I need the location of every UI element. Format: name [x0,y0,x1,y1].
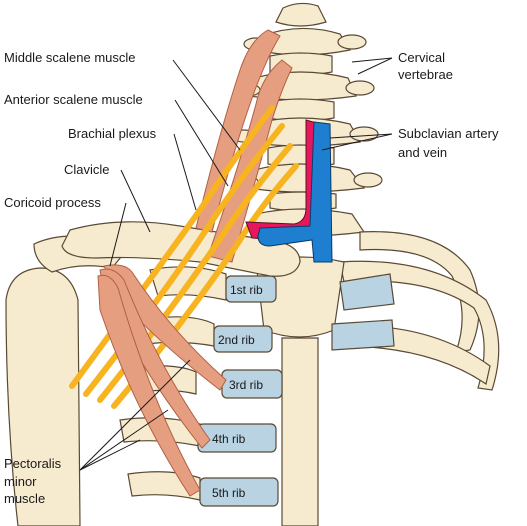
label-rib-2: 2nd rib [218,333,255,347]
label-anterior-scalene: Anterior scalene muscle [4,92,143,107]
label-rib-5: 5th rib [212,486,246,500]
label-rib-4: 4th rib [212,432,246,446]
label-rib-1: 1st rib [230,283,263,297]
label-minor: minor [4,474,37,489]
label-and-vein: and vein [398,145,447,160]
label-muscle: muscle [4,491,45,506]
label-pectoralis: Pectoralis [4,456,62,471]
label-clavicle: Clavicle [64,162,110,177]
right-ribs [340,232,499,390]
label-cervical: Cervical [398,50,445,65]
costal-cartilages-right [332,274,394,350]
label-coracoid-process: Coricoid process [4,195,101,210]
label-vertebrae: vertebrae [398,67,453,82]
label-subclavian: Subclavian artery [398,126,499,141]
label-brachial-plexus: Brachial plexus [68,126,157,141]
label-rib-3: 3rd rib [229,378,263,392]
label-middle-scalene: Middle scalene muscle [4,50,136,65]
